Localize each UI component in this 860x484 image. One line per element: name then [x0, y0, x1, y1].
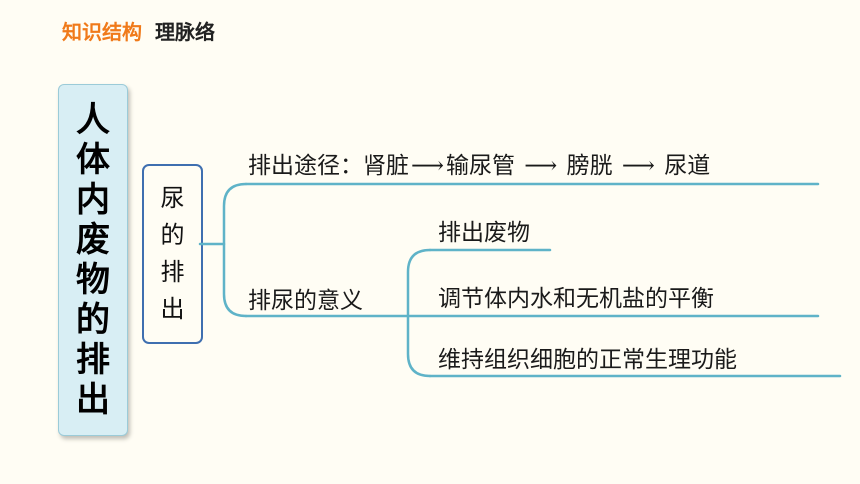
sub-topic-char: 尿: [160, 184, 185, 212]
meaning-item: 维持组织细胞的正常生理功能: [438, 347, 737, 373]
main-topic-char: 废: [76, 220, 110, 260]
arrow-icon: ⟶: [524, 153, 558, 179]
main-brace: [222, 182, 248, 318]
route-step: 尿道: [664, 153, 711, 179]
route-step: 肾脏: [363, 153, 409, 179]
main-topic-char: 出: [76, 380, 110, 420]
header-subtitle: 理脉络: [154, 20, 215, 44]
sub-topic-box: 尿 的 排 出: [142, 164, 203, 344]
header-title: 知识结构: [62, 20, 142, 44]
route-branch: 排出途径：肾脏⟶输尿管 ⟶ 膀胱 ⟶ 尿道: [248, 146, 710, 180]
meaning-brace: [406, 248, 432, 378]
meaning-item: 排出废物: [438, 220, 530, 246]
arrow-icon: ⟶: [411, 153, 444, 179]
arrow-icon: ⟶: [621, 153, 655, 179]
route-step: 输尿管: [445, 153, 515, 179]
main-topic-char: 排: [76, 340, 110, 380]
sub-topic-char: 出: [160, 295, 185, 323]
sub-topic-char: 的: [160, 221, 185, 249]
route-label: 排出途径：: [248, 153, 363, 179]
route-step: 膀胱: [566, 153, 613, 179]
sub-topic-char: 排: [160, 258, 185, 286]
meaning-label: 排尿的意义: [248, 288, 363, 314]
main-topic-char: 人: [76, 100, 110, 140]
main-topic-char: 体: [76, 140, 110, 180]
main-topic-box: 人 体 内 废 物 的 排 出: [58, 84, 128, 436]
main-topic-char: 物: [76, 260, 110, 300]
section-header: 知识结构 理脉络: [62, 16, 215, 45]
main-topic-char: 的: [76, 300, 110, 340]
meaning-item: 调节体内水和无机盐的平衡: [438, 286, 714, 312]
main-topic-char: 内: [76, 180, 110, 220]
